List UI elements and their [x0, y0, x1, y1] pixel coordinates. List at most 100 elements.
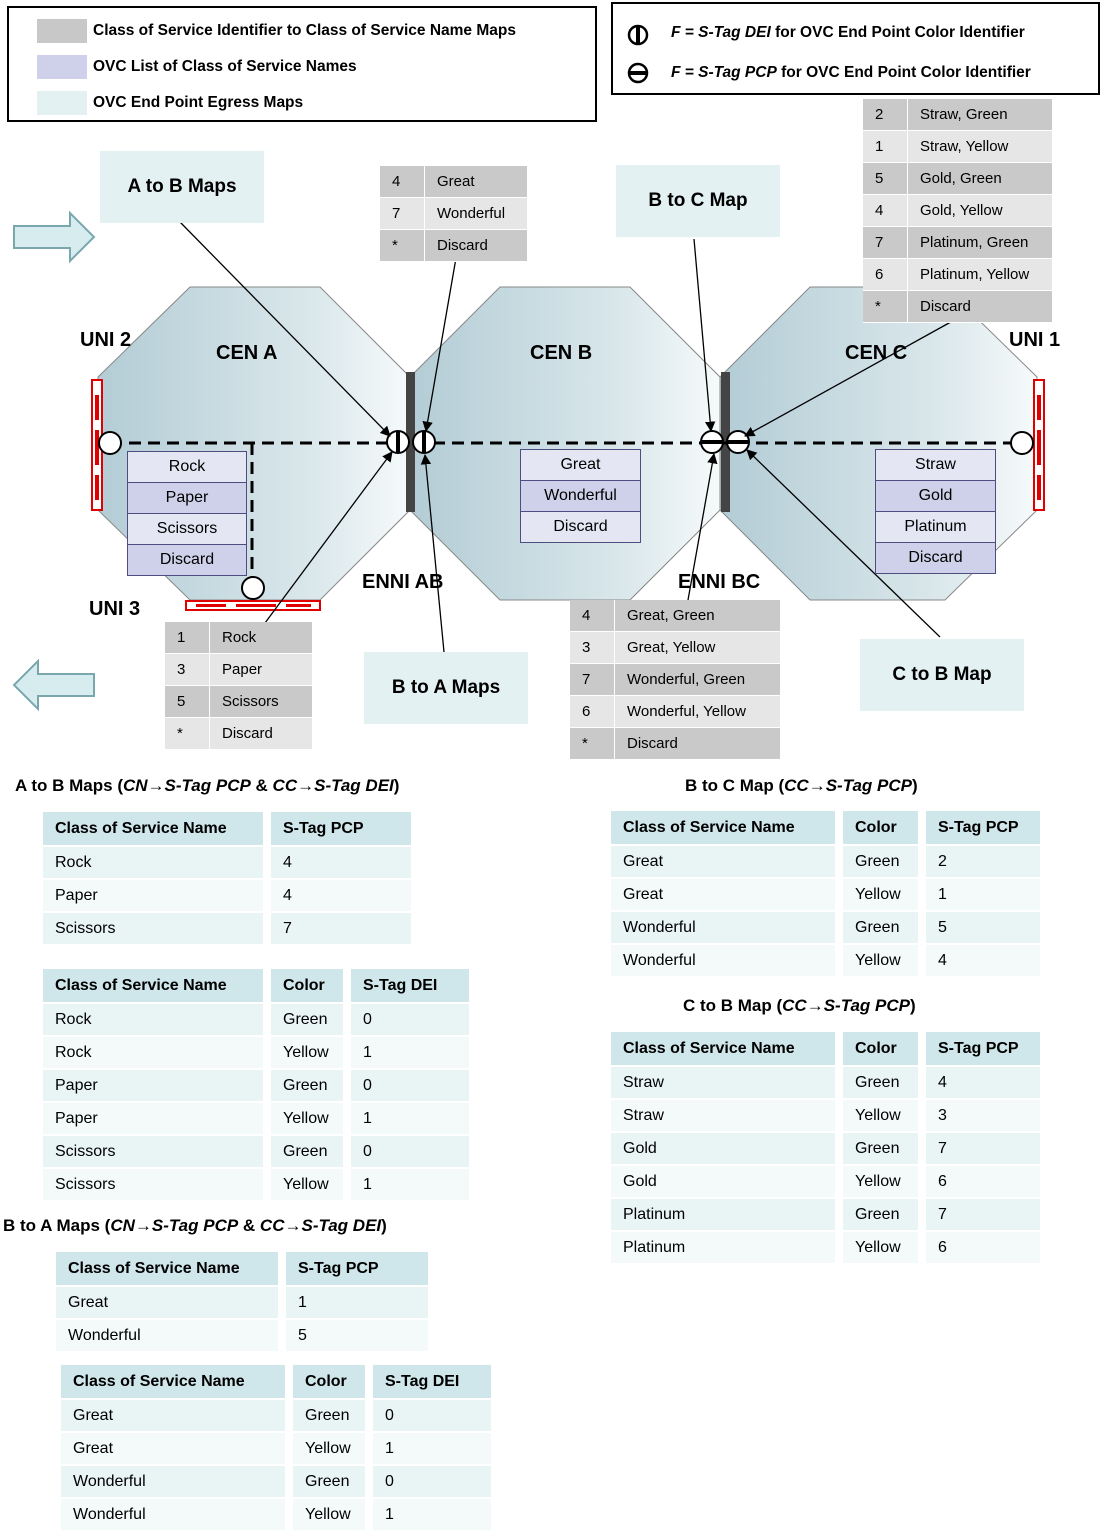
enni-bc-endpoint-c	[726, 430, 750, 454]
map-key: 1	[165, 622, 210, 654]
table-cell: 0	[351, 1070, 469, 1101]
uni3-bar	[185, 600, 321, 611]
table-cell: 1	[351, 1037, 469, 1068]
list-item: Discard	[520, 511, 641, 543]
cos-name: Great	[520, 449, 641, 481]
table-cell: 6	[926, 1166, 1040, 1197]
table-row: *Discard	[165, 717, 312, 750]
table-cell: Green	[843, 846, 926, 877]
table-cell: Paper	[43, 1103, 271, 1134]
table-cell: 0	[373, 1466, 491, 1497]
cos-name: Wonderful	[520, 480, 641, 512]
table-cell: Green	[271, 1004, 351, 1035]
table-cell: Yellow	[293, 1433, 373, 1464]
table-row: *Discard	[863, 290, 1052, 323]
map-value: Great	[424, 166, 527, 198]
map-key: 6	[570, 695, 615, 728]
cos-name: Discard	[127, 544, 247, 576]
table-cell: Wonderful	[61, 1499, 293, 1530]
uni2-label: UNI 2	[80, 329, 132, 351]
legend-pcp-suffix: for OVC End Point Color Identifier	[776, 64, 1031, 81]
legend-pcp-prefix: F =	[671, 64, 699, 81]
title-text: A to B Maps (	[15, 776, 123, 795]
map-key: *	[863, 290, 908, 323]
title-joiner: &	[250, 776, 273, 795]
table-cell: 1	[373, 1499, 491, 1530]
map-value: Discard	[907, 290, 1052, 323]
table-cell: Rock	[43, 847, 271, 878]
table-cell: 4	[271, 847, 411, 878]
table-cell: Gold	[611, 1166, 843, 1197]
table-cell: Wonderful	[611, 945, 843, 976]
table-cell: Straw	[611, 1100, 843, 1131]
list-item: Gold	[875, 480, 996, 512]
list-item: Discard	[875, 542, 996, 574]
table-cell: 1	[351, 1169, 469, 1200]
column-header: Class of Service Name	[43, 812, 271, 845]
column-header: Class of Service Name	[611, 1032, 843, 1065]
table-cell: 6	[926, 1232, 1040, 1263]
map-key: 6	[863, 258, 908, 291]
table-cell: Green	[843, 1067, 926, 1098]
table-cell: 7	[271, 913, 411, 944]
list-item: Paper	[127, 482, 247, 514]
table-cell: 5	[286, 1320, 428, 1351]
table-cell: Yellow	[843, 945, 926, 976]
title-end: )	[911, 776, 918, 795]
title-end: )	[381, 1216, 387, 1235]
column-header: Class of Service Name	[43, 969, 271, 1002]
title-formula: CN→S-Tag PCP	[110, 1216, 239, 1235]
legend-pcp-text: F = S-Tag PCP for OVC End Point Color Id…	[671, 64, 1031, 82]
enni-ab-endpoint-b	[412, 430, 436, 454]
table-cell: Yellow	[293, 1499, 373, 1530]
cos-name: Discard	[520, 511, 641, 543]
enni-ab-endpoint-a	[386, 430, 410, 454]
legend-row-cos-names: OVC List of Class of Service Names	[9, 55, 357, 79]
table-cell: Green	[843, 912, 926, 943]
title-text: B to C Map (	[685, 776, 785, 795]
list-item: Discard	[127, 544, 247, 576]
title-formula: CC→S-Tag DEI	[259, 1216, 382, 1235]
egress-arrow-icon	[12, 658, 95, 712]
uni1-bar	[1033, 379, 1045, 511]
section-title-c-to-b: C to B Map (CC→S-Tag PCP)	[683, 996, 916, 1016]
table-cell: Yellow	[271, 1103, 351, 1134]
table-cell: Rock	[43, 1004, 271, 1035]
legend-dei-text: F = S-Tag DEI for OVC End Point Color Id…	[671, 24, 1025, 42]
map-key: 1	[863, 130, 908, 163]
table-cell: Green	[271, 1070, 351, 1101]
table-cell: Wonderful	[61, 1466, 293, 1497]
column-header: S-Tag PCP	[286, 1252, 428, 1285]
section-title-a-to-b: A to B Maps (CN→S-Tag PCP & CC→S-Tag DEI…	[15, 776, 399, 796]
title-formula: CC→S-Tag DEI	[272, 776, 394, 795]
title-end: )	[393, 776, 400, 795]
callout-c-to-b-map: C to B Map	[860, 639, 1024, 711]
pointer-uni3-map	[261, 451, 393, 628]
legend-dei-suffix: for OVC End Point Color Identifier	[770, 24, 1025, 41]
legend-swatch-identifier-maps	[37, 19, 87, 43]
cos-name: Straw	[875, 449, 996, 481]
column-header: Class of Service Name	[56, 1252, 286, 1285]
